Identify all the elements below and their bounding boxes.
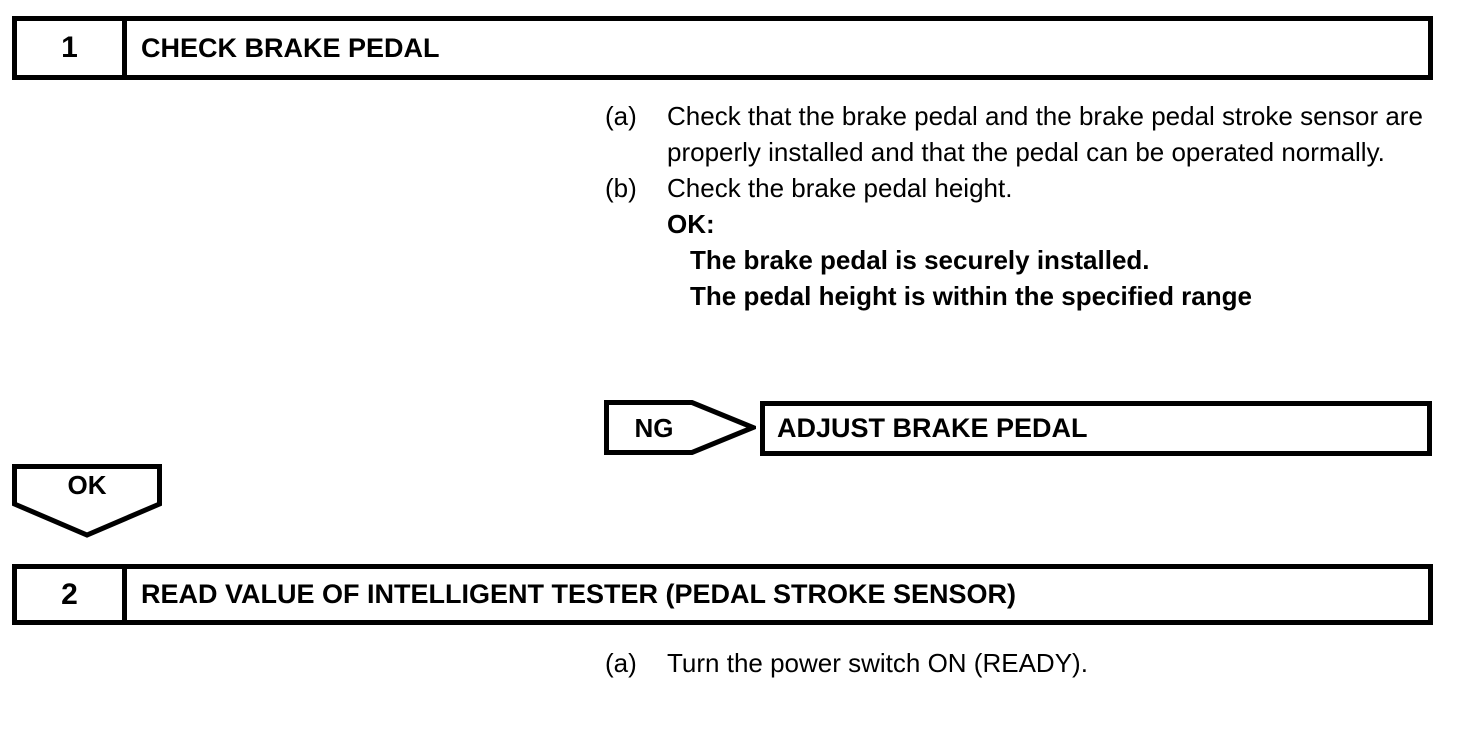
instruction-item: (a) Check that the brake pedal and the b… xyxy=(605,98,1435,170)
ng-result-box: ADJUST BRAKE PEDAL xyxy=(760,401,1432,456)
instruction-item: (a) Turn the power switch ON (READY). xyxy=(605,645,1435,681)
step-1-title: CHECK BRAKE PEDAL xyxy=(141,32,440,63)
instruction-text: Check the brake pedal height. xyxy=(667,173,1013,203)
step-2-instructions: (a) Turn the power switch ON (READY). xyxy=(605,645,1435,681)
instruction-text: Check that the brake pedal and the brake… xyxy=(667,101,1423,167)
instruction-text: Turn the power switch ON (READY). xyxy=(667,648,1088,678)
step-1-instructions: (a) Check that the brake pedal and the b… xyxy=(605,98,1435,314)
instruction-marker: (a) xyxy=(605,648,637,678)
step-1-number: 1 xyxy=(17,21,127,75)
instruction-item: (b) Check the brake pedal height. xyxy=(605,170,1435,206)
step-1-ok-criterion: The pedal height is within the specified… xyxy=(690,281,1252,311)
step-2-number: 2 xyxy=(17,569,127,620)
step-1-ok-criterion: The brake pedal is securely installed. xyxy=(690,245,1150,275)
step-2-title: READ VALUE OF INTELLIGENT TESTER (PEDAL … xyxy=(141,579,1017,609)
instruction-marker: (b) xyxy=(605,173,637,203)
step-1-header: 1 CHECK BRAKE PEDAL xyxy=(12,16,1433,80)
ok-branch-label: OK xyxy=(67,470,107,500)
ng-branch-label: NG xyxy=(634,412,674,443)
instruction-marker: (a) xyxy=(605,101,637,131)
step-2-header: 2 READ VALUE OF INTELLIGENT TESTER (PEDA… xyxy=(12,564,1433,625)
step-1-ok-label: OK: xyxy=(667,209,715,239)
ok-branch-arrow xyxy=(12,464,162,539)
ng-branch-arrow xyxy=(604,400,756,455)
